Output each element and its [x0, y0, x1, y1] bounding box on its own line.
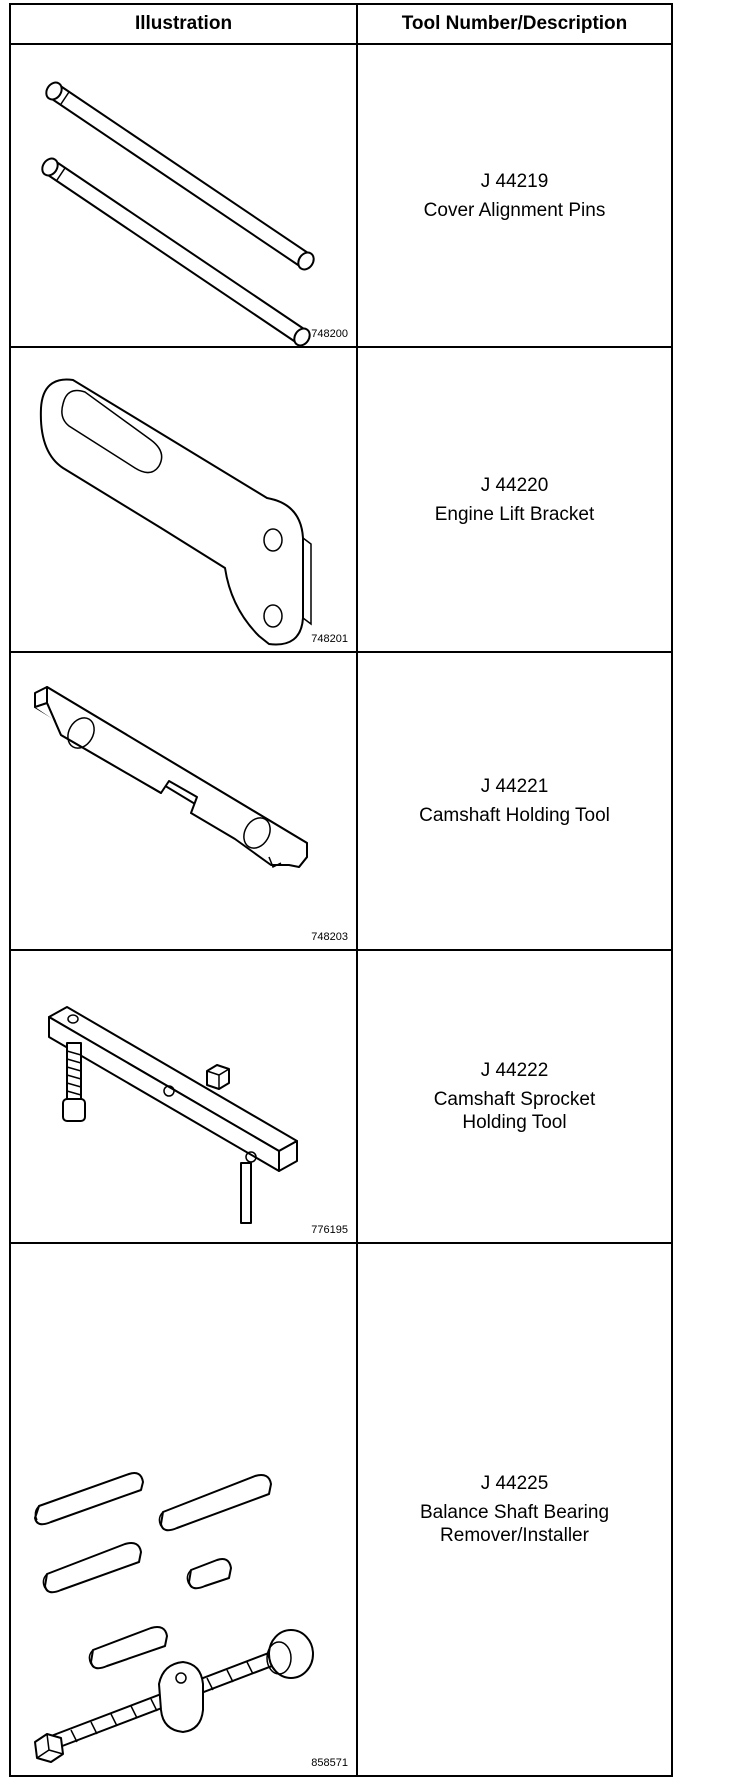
- tool-description-line: Holding Tool: [462, 1112, 567, 1133]
- camshaft-holding-tool-illustration: [34, 686, 308, 869]
- table-header: Illustration Tool Number/Description: [11, 5, 671, 45]
- description-cell: J 44219 Cover Alignment Pins: [358, 45, 671, 346]
- table-row: 776195 J 44222 Camshaft Sprocket Holding…: [11, 951, 671, 1244]
- camshaft-sprocket-holding-tool-illustration: [48, 1006, 298, 1224]
- description-cell: J 44225 Balance Shaft Bearing Remover/In…: [358, 1244, 671, 1775]
- tool-number: J 44221: [480, 776, 549, 797]
- illustration-cell: 748203: [11, 653, 358, 949]
- alignment-pins-illustration: [41, 81, 315, 346]
- tool-description-line: Remover/Installer: [440, 1525, 589, 1546]
- balance-shaft-bearing-tool-illustration: [34, 1472, 314, 1763]
- tool-number: J 44219: [480, 170, 549, 192]
- tool-description-line: Cover Alignment Pins: [423, 199, 606, 221]
- engine-lift-bracket-illustration: [39, 378, 312, 646]
- description-cell: J 44221 Camshaft Holding Tool: [358, 653, 671, 949]
- special-tools-table: Illustration Tool Number/Description 748…: [9, 3, 673, 1777]
- tool-description-line: Camshaft Holding Tool: [419, 805, 610, 826]
- tool-description-line: Camshaft Sprocket: [433, 1089, 596, 1110]
- header-tool-number-description: Tool Number/Description: [401, 13, 628, 34]
- figure-number: 748200: [311, 328, 348, 340]
- figure-number: 748203: [311, 931, 348, 943]
- tool-number: J 44220: [480, 474, 549, 496]
- table-row: 858571 J 44225 Balance Shaft Bearing Rem…: [11, 1244, 671, 1775]
- tool-description-line: Balance Shaft Bearing: [419, 1502, 610, 1523]
- figure-number: 748201: [311, 633, 348, 645]
- description-cell: J 44222 Camshaft Sprocket Holding Tool: [358, 951, 671, 1242]
- illustration-cell: 748200: [11, 45, 358, 346]
- figure-number: 858571: [311, 1757, 348, 1769]
- tool-number: J 44222: [480, 1060, 549, 1081]
- illustration-cell: 858571: [11, 1244, 358, 1775]
- table-row: 748201 J 44220 Engine Lift Bracket: [11, 348, 671, 653]
- table-row: 748203 J 44221 Camshaft Holding Tool: [11, 653, 671, 951]
- tool-number: J 44225: [480, 1473, 549, 1494]
- figure-number: 776195: [311, 1224, 348, 1236]
- illustration-cell: 748201: [11, 348, 358, 651]
- description-cell: J 44220 Engine Lift Bracket: [358, 348, 671, 651]
- tool-description-line: Engine Lift Bracket: [434, 503, 595, 525]
- header-illustration: Illustration: [11, 5, 358, 43]
- illustration-cell: 776195: [11, 951, 358, 1242]
- table-row: 748200 J 44219 Cover Alignment Pins: [11, 45, 671, 348]
